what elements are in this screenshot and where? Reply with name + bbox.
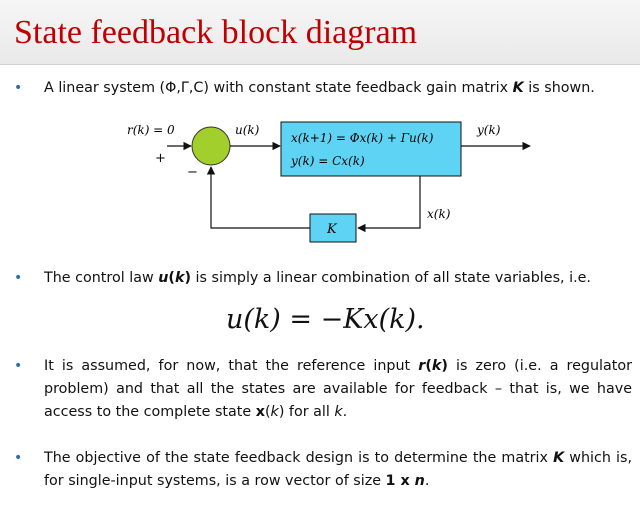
block-diagram: r(k) = 0 + − u(k) x(k+1) = Φx(k) + Γu(k)… — [127, 121, 531, 243]
bullet-3-k: k — [431, 358, 442, 374]
bullet-3-text: It is assumed, for now, that the referen… — [44, 355, 632, 424]
bullet-2-u: u — [158, 270, 169, 286]
bullet-4-part-3: . — [424, 473, 430, 489]
x-label: x(k) — [427, 207, 451, 221]
output-equation: y(k) = Cx(k) — [290, 154, 365, 168]
bullet-4-part-2: which is, for single-input systems, is a… — [44, 450, 632, 489]
bullet-2-marker: • — [14, 270, 23, 286]
bullet-2-part: The control law — [44, 270, 159, 286]
bullet-3-part-5: . — [342, 404, 348, 420]
bullet-3-part-2: is zero (i.e. a regulator problem) and t… — [44, 358, 632, 420]
bullet-4-part: The objective of the state feedback desi… — [44, 450, 554, 466]
bullet-4-marker: • — [14, 450, 23, 466]
bullet-1-part: A linear system (Φ,Γ,C) with constant st… — [44, 80, 513, 96]
bullet-3-paren-open: ( — [425, 358, 432, 374]
page-title: State feedback block diagram — [14, 14, 418, 51]
y-label: y(k) — [476, 123, 501, 137]
bullet-1-k: K — [512, 80, 524, 96]
bullet-2-paren-open: ( — [168, 270, 175, 286]
bullet-4-K: K — [553, 450, 565, 466]
bullet-3-k3: k — [334, 404, 343, 420]
title-bar: State feedback block diagram — [0, 0, 640, 65]
ref-label: r(k) = 0 — [127, 123, 175, 137]
u-label: u(k) — [235, 123, 260, 137]
bullet-3-part: It is assumed, for now, that the referen… — [44, 358, 419, 374]
bullet-3-paren-close: ) — [441, 358, 448, 374]
bullet-4-size: 1 x — [385, 473, 415, 489]
bullet-1-text: A linear system (Φ,Γ,C) with constant st… — [44, 77, 632, 100]
gain-label: K — [326, 222, 338, 237]
bullet-2-paren-close: ) — [184, 270, 192, 286]
bullet-3-k2: k — [270, 404, 279, 420]
bullet-3-x: x — [255, 404, 265, 420]
bullet-1-marker: • — [14, 80, 23, 96]
bullet-4-n: n — [414, 473, 425, 489]
plus-sign: + — [155, 151, 166, 166]
bullet-4-text: The objective of the state feedback desi… — [44, 447, 632, 493]
state-equation: x(k+1) = Φx(k) + Γu(k) — [291, 131, 434, 145]
gain-block — [309, 213, 357, 243]
bullet-1-part-2: is shown. — [523, 80, 595, 96]
state-feedback-line — [357, 176, 421, 233]
summing-junction — [191, 126, 231, 166]
bullet-2-k: k — [174, 270, 185, 286]
control-law-equation: u(k) = −Kx(k). — [226, 304, 425, 335]
bullet-3-part-4: ) for all — [278, 404, 335, 420]
bullet-2-part-2: is simply a linear combination of all st… — [191, 270, 591, 286]
bullet-3-marker: • — [14, 358, 23, 374]
feedback-line — [206, 166, 310, 229]
minus-sign: − — [187, 165, 198, 180]
bullet-3-r: r — [418, 358, 426, 374]
bullet-2-text: The control law u(k) is simply a linear … — [44, 267, 632, 290]
bullet-3-part-3: ( — [264, 404, 271, 420]
plant-block — [280, 121, 462, 177]
